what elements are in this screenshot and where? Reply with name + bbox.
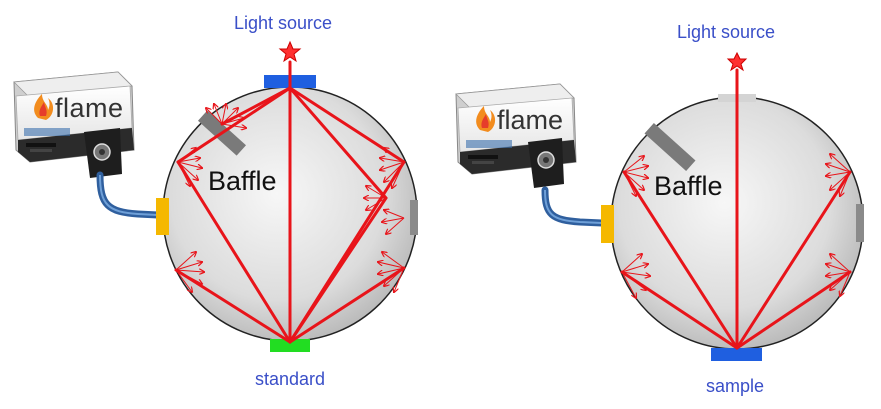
flame-logo-icon <box>34 94 54 120</box>
side-port <box>410 200 418 235</box>
flame-spectrometer-icon <box>455 83 577 188</box>
spectrometer-brand: flame <box>55 93 124 123</box>
detector-port <box>156 198 169 235</box>
light-source-star-icon <box>726 51 748 72</box>
right-baffle-label: Baffle <box>654 171 723 201</box>
spectrometer-brand: flame <box>497 105 563 135</box>
standard-port <box>270 339 310 352</box>
detector-port <box>601 205 614 243</box>
side-port <box>856 204 864 242</box>
flame-spectrometer-icon <box>13 71 135 178</box>
optical-fiber <box>96 171 162 219</box>
scatter-arrows <box>175 104 405 292</box>
baffle <box>644 123 696 171</box>
light-source-star-icon <box>278 40 302 63</box>
standard-port-label: standard <box>255 369 325 389</box>
left-setup: flame <box>13 40 418 352</box>
left-light-source-label: Light source <box>234 13 332 33</box>
sample-port <box>711 348 762 361</box>
right-setup: flame <box>455 51 864 361</box>
right-light-source-label: Light source <box>677 22 775 42</box>
sample-port-label: sample <box>706 376 764 396</box>
flame-logo-icon <box>476 106 496 132</box>
left-baffle-label: Baffle <box>208 166 277 196</box>
optical-fiber <box>541 186 606 227</box>
scatter-arrows <box>621 154 851 298</box>
